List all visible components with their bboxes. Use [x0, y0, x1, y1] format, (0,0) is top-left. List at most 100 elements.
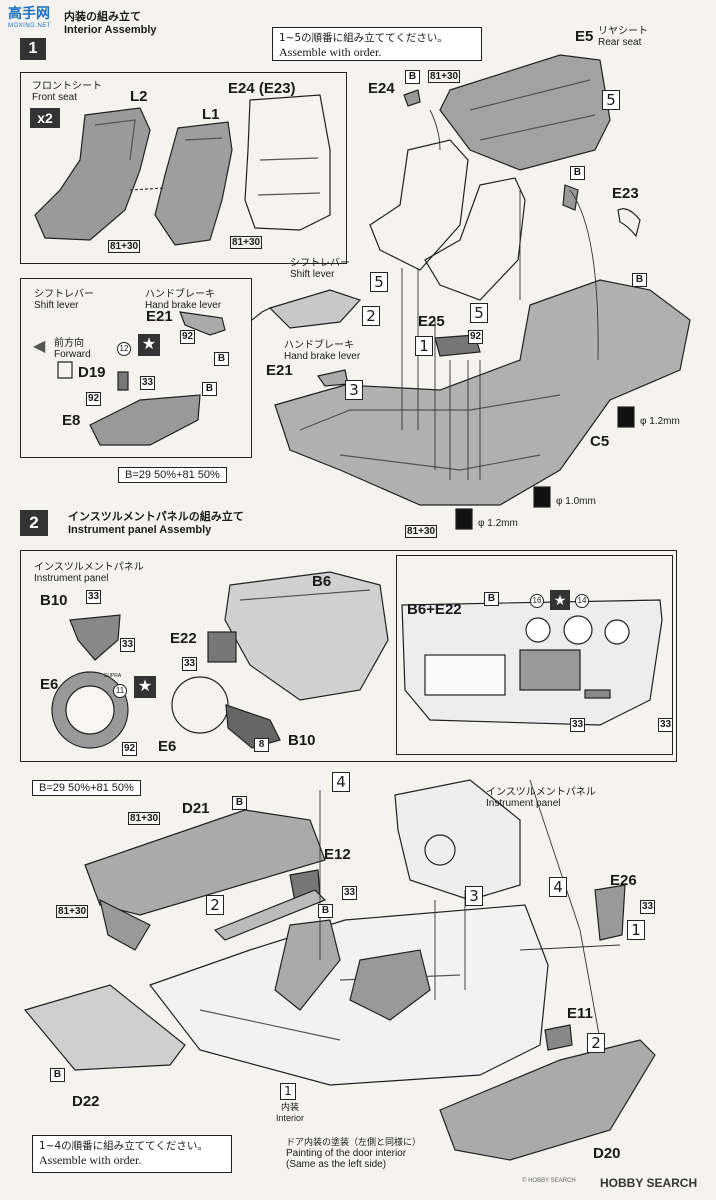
detail-label-e21: E21	[146, 308, 173, 325]
step2-title: インスツルメントパネルの組み立て Instrument panel Assemb…	[68, 508, 244, 536]
step1-order-jp: 1~5の順番に組み立ててください。	[279, 32, 448, 44]
detail-code-92-b: 92	[86, 392, 102, 406]
detail-code-b-b: B	[202, 382, 217, 396]
code-b-e12: B	[318, 904, 333, 918]
rear-seat-jp: リヤシート	[598, 26, 648, 37]
detail-code-92-a: 92	[180, 330, 196, 344]
detail-code-33: 33	[140, 376, 156, 390]
rear-seat-caption: リヤシート Rear seat	[598, 22, 648, 48]
step-marker-3: 3	[345, 380, 363, 400]
step1-title: 内装の組み立て Interior Assembly	[64, 8, 157, 36]
vent-e22	[207, 631, 237, 663]
code-b-e23: B	[570, 166, 585, 180]
seat-light-2	[424, 177, 526, 301]
watermark-logo: 高手网 MOXING.NET	[8, 3, 70, 29]
instrument-detail-caption: インスツルメントパネル Instrument panel	[34, 562, 144, 584]
front-seat-jp: フロントシート	[32, 81, 102, 92]
step1-order-note: 1~5の順番に組み立ててください。 Assemble with order.	[272, 27, 482, 61]
code-b-d21: B	[232, 796, 247, 810]
mix-note-2: B=29 50%+81 50%	[32, 780, 141, 796]
step2-order-en: Assemble with order.	[39, 1153, 142, 1167]
label-d20: D20	[593, 1145, 621, 1162]
label-e25: E25	[418, 313, 445, 330]
callout-hand-brake: ハンドブレーキ Hand brake lever	[284, 340, 361, 362]
front-seat-multiplier: x2	[30, 108, 60, 128]
step2-marker-2-b: 2	[587, 1033, 605, 1053]
door-d20	[439, 1039, 656, 1161]
label-l2: L2	[130, 88, 148, 105]
label-b6: B6	[312, 573, 332, 590]
door-painting-note: ドア内装の塗装（左側と同様に） Painting of the door int…	[286, 1138, 422, 1170]
steering-wheel-outline	[171, 676, 229, 734]
detail-brake-caption: ハンドブレーキ Hand brake lever	[145, 289, 222, 311]
gauge-14	[563, 615, 593, 645]
label-e11: E11	[567, 1005, 593, 1022]
forward-caption: 前方向 Forward	[54, 338, 91, 360]
label-e22: E22	[170, 630, 197, 647]
step2-order-jp: 1~4の順番に組み立ててください。	[39, 1140, 208, 1152]
code-33-e26: 33	[640, 900, 656, 914]
code-33-c: 33	[182, 657, 198, 671]
step2-marker-2-a: 2	[206, 895, 224, 915]
rear-seat-paint: 81+30	[428, 70, 461, 83]
step2-title-jp: インスツルメントパネルの組み立て	[68, 510, 244, 523]
step-marker-5-b: 5	[470, 303, 488, 323]
detail-shift-caption: シフトレバー Shift lever	[34, 289, 94, 311]
detail-box-console	[20, 278, 252, 458]
label-b6-e22: B6+E22	[407, 601, 462, 618]
star-icon-3: ★	[550, 590, 570, 610]
detail-label-e8: E8	[62, 412, 81, 429]
code-b-floor: B	[632, 273, 647, 287]
label-e21-main: E21	[266, 362, 293, 379]
code-b-e24: B	[405, 70, 420, 84]
step1-title-jp: 内装の組み立て	[64, 10, 141, 23]
part-b10	[69, 614, 121, 661]
front-seat-paint-2: 81+30	[230, 236, 263, 249]
part-e24-small	[403, 89, 421, 107]
step2-marker-1: 1	[627, 920, 645, 940]
shift-console	[268, 289, 362, 329]
code-11: 11	[113, 684, 127, 698]
seat-light-1	[369, 139, 469, 271]
panel-d22	[23, 984, 186, 1071]
label-c5: C5	[590, 433, 610, 450]
label-e5: E5	[575, 28, 594, 45]
mix-note-1: B=29 50%+81 50%	[118, 467, 227, 483]
door-paint-a: 81+30	[128, 812, 161, 825]
footer-copyright: © HOBBY SEARCH	[522, 1178, 576, 1184]
zoom-code-14: 14	[575, 594, 589, 608]
rear-seat-en: Rear seat	[598, 37, 642, 48]
code-8: 8	[254, 738, 269, 752]
step2-number: 2	[20, 510, 48, 536]
front-seat-en: Front seat	[32, 92, 78, 103]
front-seat-caption: フロントシート Front seat	[32, 77, 102, 103]
interior-marker: 1 内装 Interior	[276, 1083, 305, 1123]
part-e11	[544, 1024, 573, 1051]
detail-code-12: 12	[117, 342, 131, 356]
door-d21	[84, 809, 326, 916]
step2-marker-3: 3	[465, 886, 483, 906]
code-92-e25: 92	[468, 330, 484, 344]
star-icon: ★	[138, 334, 160, 356]
rear-seat-e5	[439, 54, 611, 171]
step1-title-en: Interior Assembly	[64, 24, 157, 36]
step1-order-en: Assemble with order.	[279, 45, 382, 59]
zoom-code-33-a: 33	[570, 718, 586, 732]
door-paint-b: 81+30	[56, 905, 89, 918]
knob-d19-outline	[57, 361, 73, 379]
label-e23: E23	[612, 185, 639, 202]
footer-brand: HOBBY SEARCH	[600, 1176, 698, 1190]
step2-title-en: Instrument panel Assembly	[68, 524, 212, 536]
label-e12: E12	[324, 846, 351, 863]
forward-indicator: ◀	[33, 336, 45, 356]
label-d22: D22	[72, 1093, 100, 1110]
forward-arrow-icon: ◀	[33, 338, 46, 355]
instrument-panel-detail	[20, 550, 677, 762]
front-seat-l2	[34, 107, 151, 241]
step-marker-1: 1	[415, 336, 433, 356]
step2-order-note: 1~4の順番に組み立ててください。 Assemble with order.	[32, 1135, 232, 1173]
watermark-site: MOXING.NET	[8, 23, 52, 29]
callout-shift-lever: シフトレバー Shift lever	[290, 258, 350, 280]
label-b10-b: B10	[288, 732, 316, 749]
label-e26: E26	[610, 872, 637, 889]
